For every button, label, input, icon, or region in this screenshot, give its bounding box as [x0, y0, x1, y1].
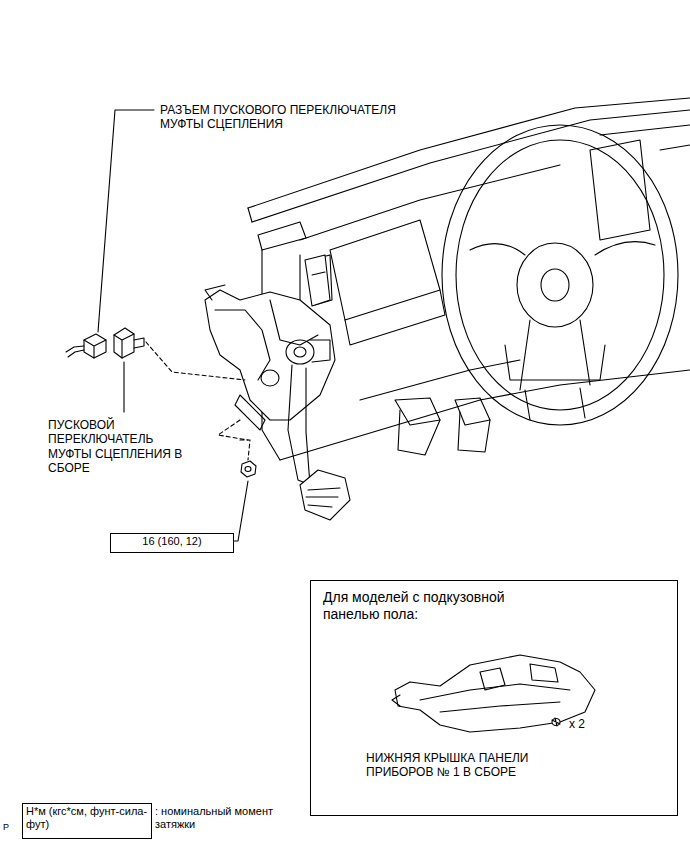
dashboard-stroke	[248, 208, 252, 222]
clutch-pedal-bracket-stroke	[235, 395, 265, 430]
legend-box: Н*м (кгс*см, фунт-сила-фут)	[22, 803, 152, 839]
dashboard-stroke	[258, 222, 306, 250]
lower-cover-part-stroke	[420, 684, 570, 700]
switch-connector-stroke	[84, 340, 106, 358]
switch-connector-stroke	[68, 350, 84, 357]
dashboard-stroke	[345, 290, 445, 345]
leader-lines-stroke	[123, 362, 124, 412]
clutch-pedal-arm-stroke	[306, 488, 340, 507]
dashed-lines	[146, 342, 250, 460]
steering-wheel-stroke	[456, 140, 664, 410]
clutch-pedal-arm	[288, 365, 350, 520]
screw	[552, 718, 560, 726]
steering-wheel-stroke	[442, 125, 678, 425]
lower-cover-part-stroke	[480, 668, 505, 690]
clutch-pedal-bracket-stroke	[205, 285, 225, 300]
pedals-stroke	[398, 410, 440, 455]
clutch-pedal-arm-stroke	[288, 365, 310, 485]
steering-wheel-stroke	[470, 244, 525, 255]
steering-wheel-stroke	[517, 243, 593, 327]
part-name: РАЗЪЕМ ПУСКОВОГО ПЕРЕКЛЮЧАТЕЛЯ МУФТЫ СЦЕ…	[160, 103, 435, 132]
dashed-lines-stroke	[146, 342, 245, 380]
legend-note: : номинальный момент затяжки	[155, 805, 275, 831]
lower-cover-part-stroke	[440, 702, 560, 712]
clutch-pedal-bracket-stroke	[205, 290, 335, 420]
lower-cover-part	[392, 655, 595, 732]
lower-cover-part-stroke	[530, 664, 558, 682]
switch-connector-stroke	[84, 334, 106, 358]
box-text: Н*м (кгс*см, фунт-сила-фут)	[23, 804, 151, 832]
lower-cover-part-stroke	[392, 695, 400, 706]
pedals-stroke	[395, 398, 440, 425]
box-text: 16 (160, 12)	[111, 534, 233, 549]
dashboard	[248, 98, 690, 460]
clutch-pedal-arm-stroke	[300, 470, 350, 520]
clutch-pedal-bracket-stroke	[261, 370, 279, 386]
dashboard-stroke	[600, 125, 690, 135]
steering-wheel-stroke	[595, 242, 655, 255]
clutch-start-switch-stroke	[114, 328, 134, 358]
part-name: НИЖНЯЯ КРЫШКА ПАНЕЛИ ПРИБОРОВ № 1 В СБОР…	[366, 751, 556, 780]
quantity-label: x 2	[569, 717, 609, 731]
steering-wheel-stroke	[541, 269, 569, 301]
clutch-pedal-bracket-stroke	[310, 340, 330, 362]
nut-stroke	[241, 461, 256, 477]
clutch-pedal-bracket-stroke	[215, 310, 270, 380]
clutch-pedal-bracket-stroke	[270, 300, 318, 345]
clutch-pedal-bracket	[205, 255, 335, 430]
dashed-lines-stroke	[218, 420, 248, 440]
dashboard-stroke	[280, 370, 690, 460]
inset-panel: Для моделей с подкузовной панелью пола: Н…	[310, 580, 678, 816]
leader-lines-stroke	[232, 481, 248, 541]
pedals-stroke	[458, 412, 490, 452]
clutch-start-switch-stroke	[134, 338, 144, 348]
lower-cover-part-stroke	[395, 655, 595, 732]
steering-wheel-stroke	[525, 388, 585, 420]
clutch-start-switch-stroke	[114, 334, 134, 358]
leader-lines	[98, 110, 248, 541]
dashboard-stroke	[360, 360, 520, 400]
page-mark: P	[3, 822, 17, 833]
dashboard-stroke	[300, 165, 560, 240]
pedals	[395, 398, 490, 455]
clutch-start-switch	[114, 328, 144, 358]
inset-heading: Для моделей с подкузовной панелью пола:	[323, 589, 513, 623]
pedals-stroke	[455, 398, 490, 425]
screw-stroke	[552, 719, 560, 726]
steering-wheel-stroke	[505, 345, 605, 380]
clutch-pedal-bracket-stroke	[286, 340, 314, 364]
clutch-pedal-bracket-stroke	[305, 255, 330, 306]
steering-wheel	[442, 125, 678, 425]
dashboard-stroke	[660, 145, 690, 150]
leader-lines-stroke	[98, 110, 154, 332]
nut	[241, 461, 256, 477]
dashed-lines-stroke	[240, 440, 250, 460]
dashboard-stroke	[330, 220, 440, 320]
screw-stroke	[552, 718, 560, 726]
clutch-pedal-bracket-stroke	[294, 347, 306, 357]
torque-box: 16 (160, 12)	[110, 533, 234, 553]
part-name: ПУСКОВОЙ ПЕРЕКЛЮЧАТЕЛЬ МУФТЫ СЦЕПЛЕНИЯ В…	[48, 418, 188, 476]
clutch-pedal-bracket-stroke	[312, 272, 325, 275]
nut-stroke	[245, 467, 251, 472]
switch-connector	[66, 334, 106, 358]
